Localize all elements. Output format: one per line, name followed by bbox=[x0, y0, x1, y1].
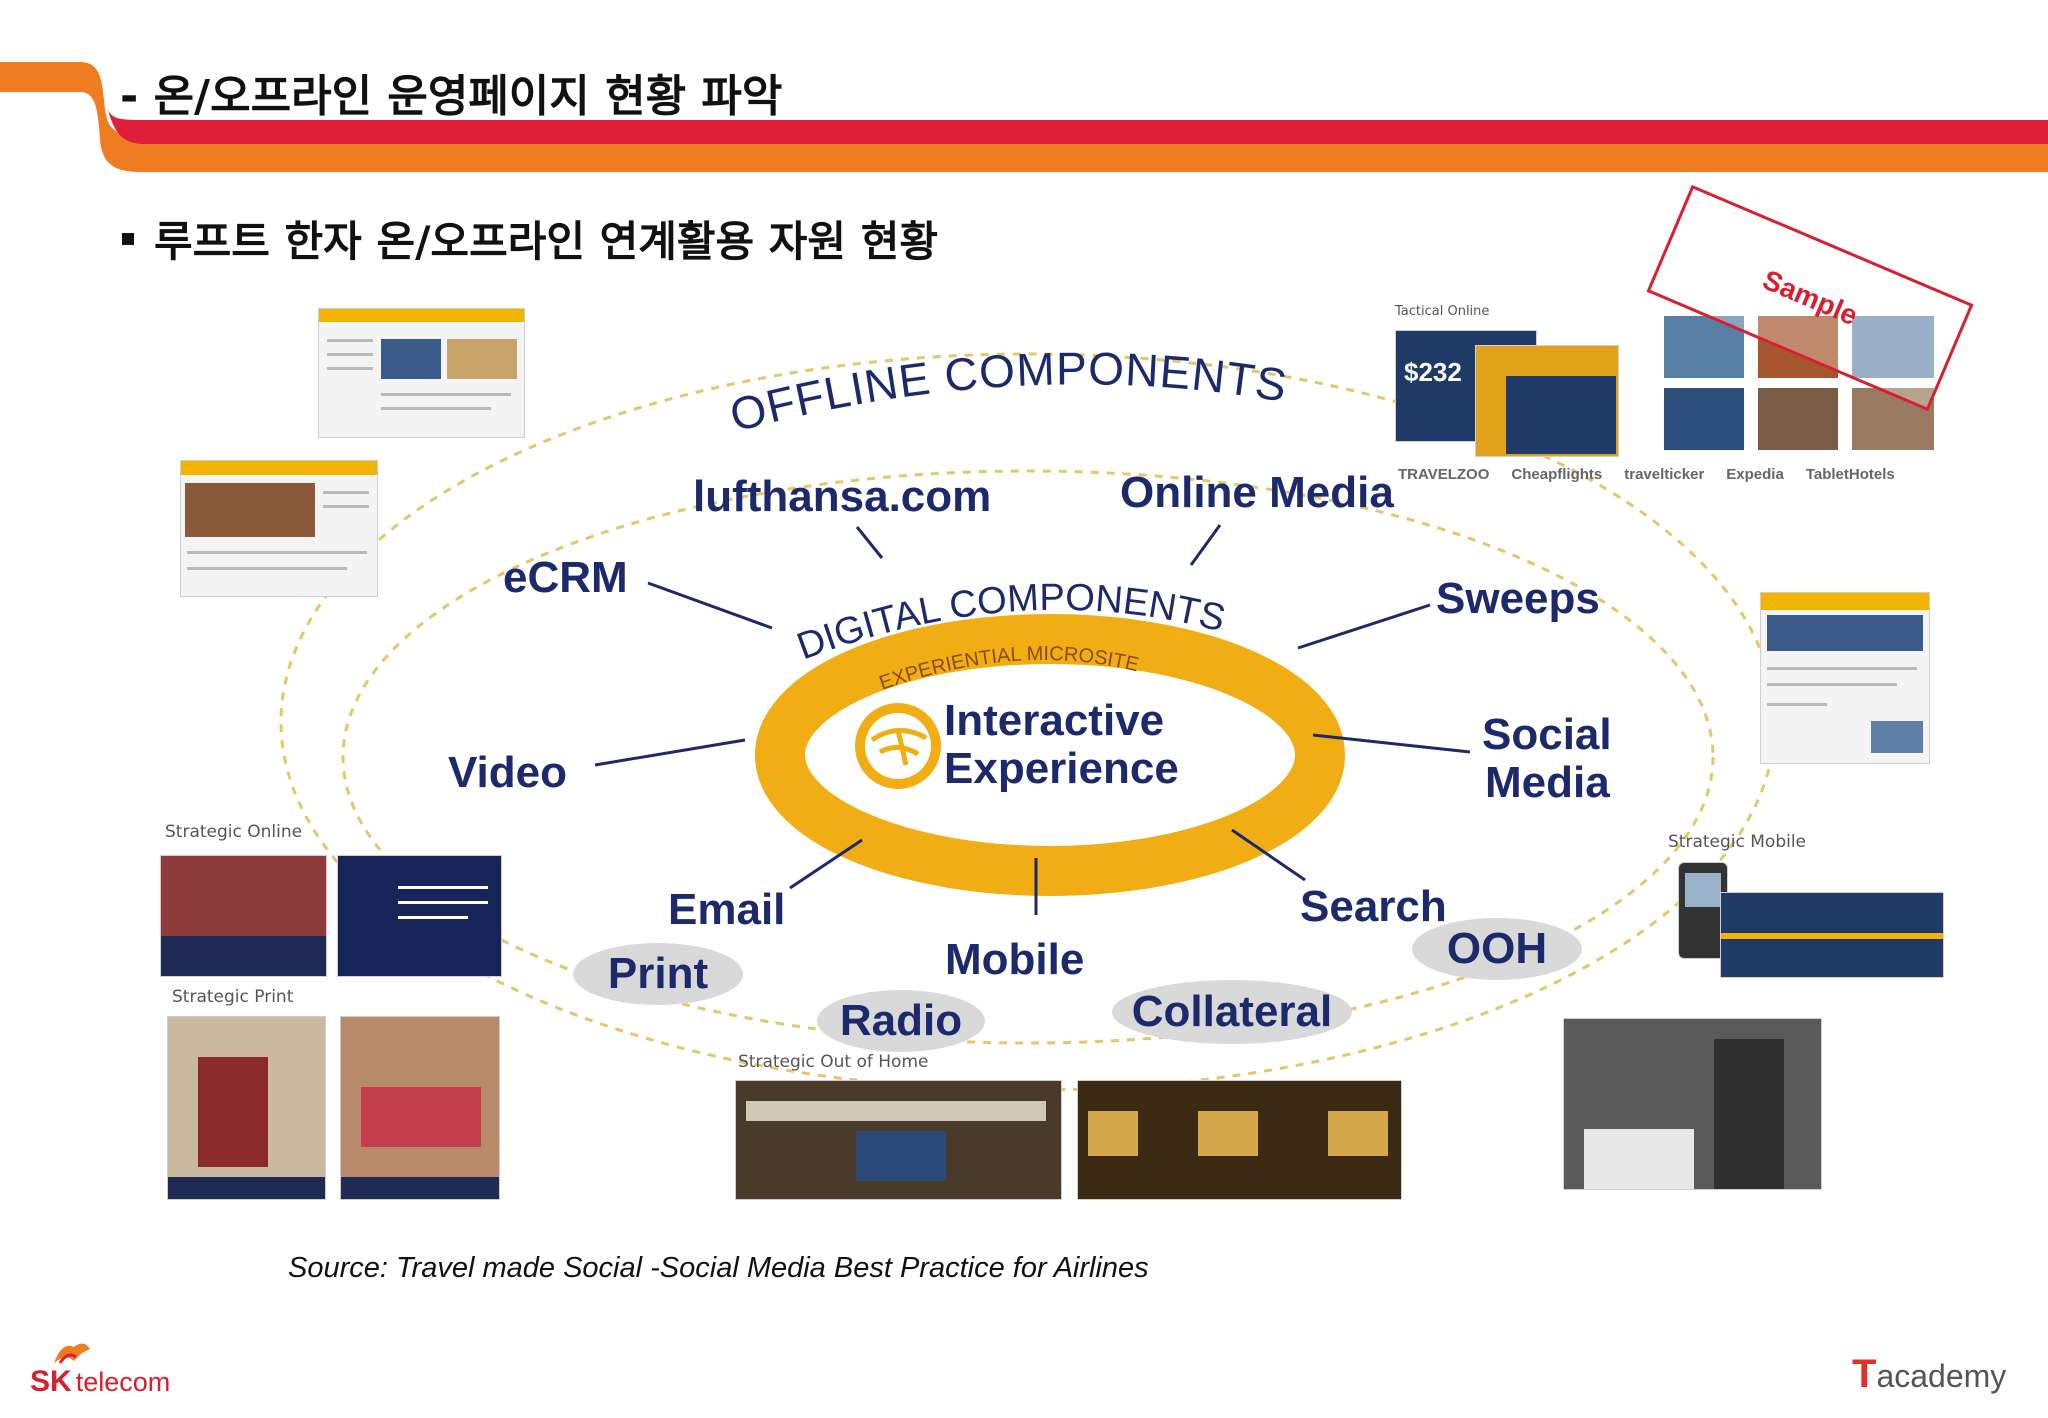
label-mobile: Mobile bbox=[945, 935, 1085, 984]
thumbnail-strategic-online-1 bbox=[160, 855, 327, 977]
label-lufthansa-com: lufthansa.com bbox=[693, 472, 992, 521]
partner-logos: TRAVELZOO Cheapflights travelticker Expe… bbox=[1398, 466, 1918, 483]
sk-logo-text: SK bbox=[30, 1365, 72, 1398]
offline-components-label: OFFLINE COMPONENTS bbox=[725, 342, 1292, 441]
microsite-ring bbox=[755, 614, 1345, 896]
center-text-interactive: Interactive bbox=[944, 696, 1165, 745]
red-band bbox=[108, 110, 2048, 144]
thumbnail-tactical-grid bbox=[1664, 316, 1936, 451]
telecom-logo-text: telecom bbox=[75, 1367, 171, 1397]
thumbnail-strategic-print-1 bbox=[167, 1016, 326, 1200]
t-logo-icon: T bbox=[1852, 1352, 1877, 1396]
thumbnail-collateral-event bbox=[1563, 1018, 1822, 1190]
section-subtitle: 루프트 한자 온/오프라인 연계활용 자원 현황 bbox=[122, 208, 938, 269]
partner-cheapflights: Cheapflights bbox=[1511, 466, 1603, 483]
thumbnail-outdoor-train bbox=[735, 1080, 1062, 1200]
thumbnail-website-3 bbox=[1760, 592, 1930, 764]
label-social: Social bbox=[1482, 710, 1612, 759]
pill-collateral: Collateral bbox=[1112, 980, 1352, 1044]
bullet-icon bbox=[122, 232, 134, 245]
tactical-price: $232 bbox=[1404, 357, 1462, 387]
t-academy-logo: Tacademy bbox=[1852, 1352, 2006, 1397]
thumbnail-website-2 bbox=[180, 460, 378, 597]
label-sweeps: Sweeps bbox=[1436, 574, 1600, 623]
partner-tablethotels: TabletHotels bbox=[1805, 466, 1895, 483]
caption-strategic-print: Strategic Print bbox=[172, 987, 294, 1007]
digital-ellipse bbox=[341, 469, 1715, 1045]
label-video: Video bbox=[448, 748, 568, 797]
thumbnail-outdoor-station bbox=[1077, 1080, 1402, 1200]
label-ecrm: eCRM bbox=[503, 553, 628, 602]
academy-logo-text: academy bbox=[1876, 1358, 2007, 1394]
thumbnail-strategic-online-2 bbox=[337, 855, 502, 977]
caption-strategic-online: Strategic Online bbox=[165, 822, 303, 842]
thumbnail-strategic-print-2 bbox=[340, 1016, 500, 1200]
source-note: Source: Travel made Social -Social Media… bbox=[288, 1252, 1149, 1284]
sk-butterfly-icon bbox=[54, 1343, 90, 1364]
caption-strategic-mobile: Strategic Mobile bbox=[1668, 832, 1807, 852]
caption-strategic-out-of-home: Strategic Out of Home bbox=[738, 1052, 929, 1072]
page-title: - 온/오프라인 운영페이지 현황 파악 bbox=[120, 71, 783, 122]
sample-tag-text: Sample bbox=[1758, 263, 1863, 332]
section-subtitle-text: 루프트 한자 온/오프라인 연계활용 자원 현황 bbox=[154, 217, 938, 266]
pill-ooh: OOH bbox=[1412, 918, 1582, 980]
partner-expedia: Expedia bbox=[1726, 466, 1784, 483]
orange-band bbox=[0, 62, 2048, 172]
label-search: Search bbox=[1300, 882, 1447, 931]
center-text-experience: Experience bbox=[944, 744, 1179, 793]
thumbnail-mobile-banner bbox=[1720, 892, 1944, 978]
pill-radio: Radio bbox=[817, 990, 985, 1052]
label-email: Email bbox=[668, 885, 786, 934]
partner-travelticker: travelticker bbox=[1624, 466, 1705, 483]
label-media: Media bbox=[1485, 758, 1610, 807]
pill-print: Print bbox=[573, 943, 743, 1005]
connector-lines bbox=[594, 524, 1471, 915]
thumbnail-tactical-banner-2 bbox=[1475, 345, 1619, 457]
header-swoosh bbox=[0, 62, 2048, 172]
caption-tactical-online: Tactical Online bbox=[1395, 304, 1490, 319]
thumbnail-website-1 bbox=[318, 308, 525, 438]
label-online-media: Online Media bbox=[1120, 468, 1394, 517]
partner-travelzoo: TRAVELZOO bbox=[1398, 466, 1490, 483]
